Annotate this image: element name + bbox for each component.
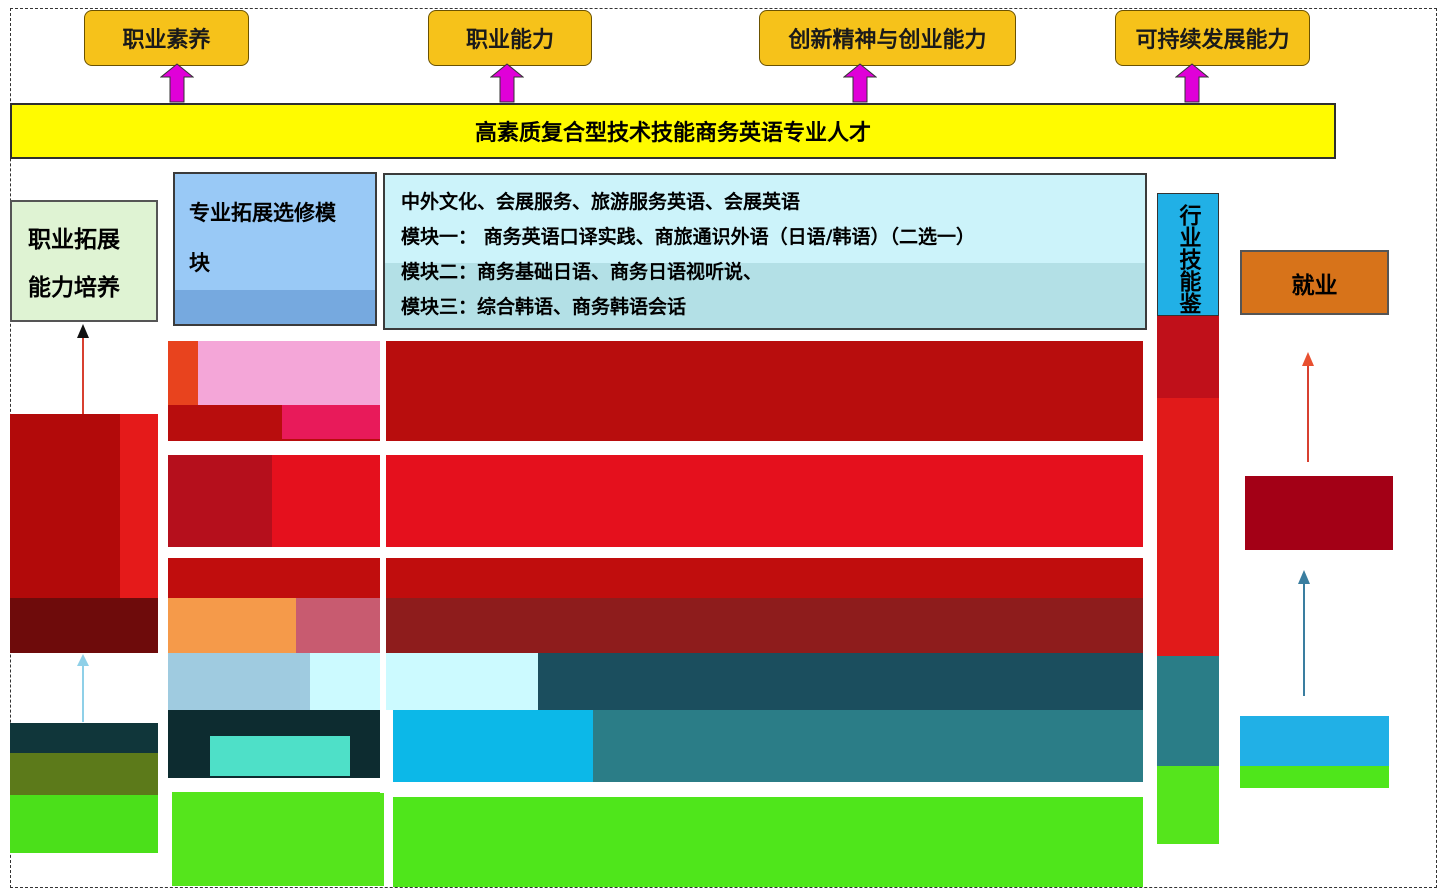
course-row-4-dark <box>538 653 1143 710</box>
course-row-3-dark <box>386 598 1143 653</box>
career-extension-line-1: 职业拓展 <box>28 227 120 253</box>
arrow-head-icon <box>1302 352 1314 366</box>
arrow-head-icon <box>1298 570 1310 584</box>
left-block-green <box>10 795 158 853</box>
arrow-up-icon <box>1175 63 1209 103</box>
module-line: 中外文化、会展服务、旅游服务英语、会展英语 <box>401 191 801 213</box>
course-row-1-magenta <box>282 405 380 439</box>
left-block-olive <box>10 753 158 795</box>
arrow-head-icon <box>77 324 89 338</box>
left-block-dark <box>10 598 158 653</box>
arrow-up-icon <box>843 63 877 103</box>
top-box-professional-ability: 职业能力 <box>428 10 592 66</box>
course-row-3-orange <box>168 598 296 653</box>
left-block-teal <box>10 723 158 753</box>
top-box-sustainable-ability: 可持续发展能力 <box>1115 10 1310 66</box>
course-row-1-pink <box>168 341 380 405</box>
row-divider <box>168 782 1143 792</box>
industry-skill-label: 行业技能鉴 <box>1175 204 1201 314</box>
arrow-up-icon <box>160 63 194 103</box>
module-line: 模块二：商务基础日语、商务日语视听说、 <box>401 261 763 283</box>
career-extension-box: 职业拓展 能力培养 <box>10 200 158 322</box>
module-title-line-1: 专业拓展选修模 <box>189 201 336 225</box>
elective-module-list: 中外文化、会展服务、旅游服务英语、会展英语 模块一： 商务英语口译实践、商旅通识… <box>383 173 1147 330</box>
course-row-4-blue <box>168 653 310 710</box>
connector-line <box>1307 366 1309 462</box>
course-row-2-dark <box>168 455 272 547</box>
module-title-shade <box>175 290 375 324</box>
course-row-5-cyan <box>210 736 350 776</box>
module-title-line-2: 块 <box>189 251 210 275</box>
employment-block-green <box>1240 766 1389 788</box>
course-row-1-accent <box>168 341 198 405</box>
module-list-shade <box>385 263 1145 328</box>
top-box-professional-quality: 职业素养 <box>84 10 249 66</box>
industry-skill-box: 行业技能鉴 <box>1157 193 1219 316</box>
course-row-3 <box>168 558 1143 598</box>
course-row-6-green <box>172 792 384 886</box>
elective-module-title: 专业拓展选修模 块 <box>173 172 377 326</box>
course-row-4-light <box>310 653 538 710</box>
arrow-up-icon <box>490 63 524 103</box>
left-block-red-edge <box>120 414 158 598</box>
employment-block-red <box>1245 476 1393 550</box>
module-line: 模块一： 商务英语口译实践、商旅通识外语（日语/韩语）（二选一） <box>401 226 976 248</box>
connector-line <box>82 338 84 416</box>
row-divider <box>168 547 1143 558</box>
course-row-6-green-wide <box>393 797 1143 887</box>
course-row-5-blue <box>393 710 593 782</box>
skill-strip-red <box>1157 316 1219 398</box>
top-box-innovation-ability: 创新精神与创业能力 <box>759 10 1016 66</box>
course-row-2 <box>168 455 1143 547</box>
connector-line <box>1303 584 1305 696</box>
course-row-5-teal <box>593 710 1143 782</box>
arrow-head-icon <box>77 654 89 666</box>
skill-strip-green <box>1157 766 1219 844</box>
module-line: 模块三：综合韩语、商务韩语会话 <box>401 296 687 318</box>
row-divider <box>168 441 1143 455</box>
skill-strip-bright <box>1157 398 1219 656</box>
column-divider <box>380 341 386 793</box>
connector-line <box>82 666 84 722</box>
career-extension-line-2: 能力培养 <box>28 275 120 301</box>
employment-box: 就业 <box>1240 250 1389 315</box>
course-row-3-rose <box>296 598 386 653</box>
talent-banner: 高素质复合型技术技能商务英语专业人才 <box>10 103 1336 159</box>
skill-strip-teal <box>1157 656 1219 766</box>
